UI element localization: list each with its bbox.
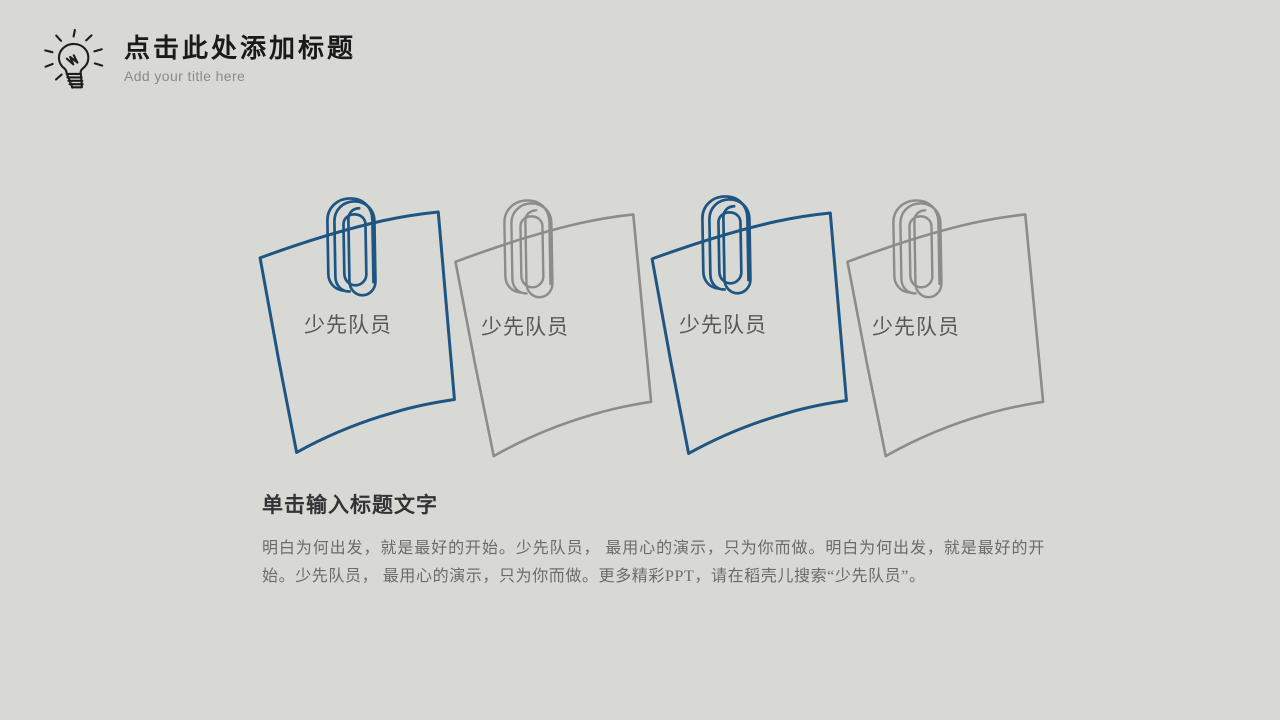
- sticky-note-2-label: 少先队员: [481, 315, 569, 339]
- sticky-note-4-label: 少先队员: [872, 315, 960, 339]
- body-text-block: 单击输入标题文字 明白为何出发，就是最好的开始。少先队员， 最用心的演示，只为你…: [262, 492, 1052, 591]
- body-heading: 单击输入标题文字: [262, 493, 438, 517]
- page-subtitle: Add your title here: [124, 67, 246, 84]
- sticky-note-3-label: 少先队员: [679, 313, 767, 337]
- lightbulb-icon: [44, 28, 104, 89]
- sticky-note-1-label: 少先队员: [304, 313, 392, 337]
- sticky-note-4[interactable]: 少先队员: [844, 198, 1047, 459]
- sticky-note-2[interactable]: 少先队员: [452, 198, 655, 459]
- header-text-block: 点击此处添加标题 Add your title here: [124, 33, 357, 84]
- page-title: 点击此处添加标题: [124, 33, 357, 63]
- body-paragraph: 明白为何出发，就是最好的开始。少先队员， 最用心的演示，只为你而做。明白为何出发…: [262, 540, 1045, 586]
- sticky-note-1[interactable]: 少先队员: [256, 196, 458, 456]
- sticky-note-3[interactable]: 少先队员: [648, 194, 850, 457]
- slide-header: 点击此处添加标题 Add your title here: [36, 26, 356, 100]
